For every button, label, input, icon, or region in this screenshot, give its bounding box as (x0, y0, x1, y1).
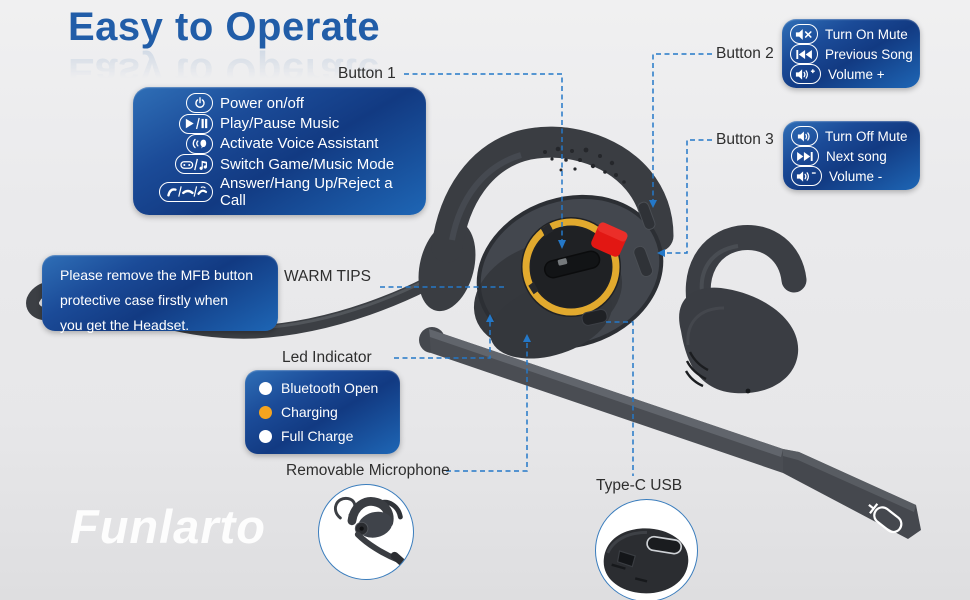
button3-feature-row: Turn Off Mute (791, 126, 912, 146)
feature-text: Answer/Hang Up/Reject a Call (220, 174, 393, 209)
led-indicator-label: Led Indicator (282, 349, 372, 366)
warm-tips-text-line: Please remove the MFB button (60, 267, 253, 283)
feature-text: Activate Voice Assistant (220, 135, 379, 153)
led-state-row: Charging (259, 404, 394, 420)
boom-microphone (419, 327, 921, 539)
speaker-grille (684, 351, 709, 388)
type-c-usb-label: Type-C USB (596, 477, 683, 494)
button1-feature-row: Activate Voice Assistant (141, 133, 420, 154)
feature-text: Turn Off Mute (825, 128, 908, 144)
feature-text: Switch Game/Music Mode (220, 155, 395, 173)
feature-text: Next song (826, 148, 887, 164)
warm-tips-panel: Please remove the MFB button protective c… (42, 255, 278, 333)
microphone-connector (446, 340, 528, 472)
button2-label: Button 2 (716, 45, 774, 62)
type-c-port-flap (581, 308, 608, 326)
button1-feature-row: Power on/off (141, 93, 420, 114)
button2-feature-row: Turn On Mute (790, 24, 912, 44)
power-icon (186, 93, 213, 114)
removable-microphone-photo (318, 484, 414, 580)
side-buttons (633, 201, 656, 278)
button2-feature-row: Volume + (790, 64, 912, 84)
mfb-protective-tab (591, 222, 628, 257)
button2-feature-row: Previous Song (790, 44, 913, 64)
warm-tips-text-line: protective case firstly when (60, 292, 229, 308)
button1-connector (404, 73, 563, 240)
button1-feature-row: Switch Game/Music Mode (141, 154, 420, 175)
feature-text: Charging (281, 404, 338, 420)
led-dot (259, 405, 272, 419)
volume-plus-icon (790, 64, 821, 84)
button3-feature-row: Next song (791, 146, 912, 166)
type-c-usb-photo (595, 499, 698, 600)
brand-watermark: Funlarto (70, 500, 266, 553)
microphone-glyph (868, 503, 903, 534)
warm-tips-label: WARM TIPS (284, 268, 371, 285)
led-dot (259, 429, 272, 443)
removable-microphone-label: Removable Microphone (286, 462, 450, 479)
feature-text: Volume - (829, 168, 883, 184)
button1-feature-row: Play/Pause Music (141, 113, 420, 134)
left-ear-hook (418, 126, 674, 312)
call-icon (159, 181, 213, 202)
feature-text: Volume + (828, 66, 885, 82)
warm-tips-text-line: you get the Headset. (60, 317, 190, 333)
connector-lines (380, 53, 712, 476)
led-connector (394, 320, 491, 359)
feature-text: Bluetooth Open (281, 380, 379, 396)
right-earpiece (679, 224, 807, 394)
page-title: Easy to Operate (68, 5, 381, 49)
mute-off-icon (791, 126, 818, 146)
play-pause-icon (179, 113, 213, 134)
mute-on-icon (790, 24, 818, 44)
port-dust-plug (616, 550, 636, 568)
voice-assistant-icon (186, 133, 213, 154)
usb-detail-illustration (603, 528, 689, 594)
feature-text: Turn On Mute (825, 26, 908, 42)
mic-detail-illustration (333, 497, 407, 567)
volume-minus-icon (791, 166, 822, 186)
usb-connector (606, 321, 634, 476)
button1-label: Button 1 (338, 65, 396, 82)
left-earpiece (473, 194, 664, 359)
led-dot (259, 381, 272, 395)
hook-texture-dots (543, 146, 626, 184)
game-music-icon (175, 154, 213, 175)
button2-connector (652, 53, 712, 200)
led-state-row: Bluetooth Open (259, 380, 394, 396)
feature-text: Full Charge (281, 428, 354, 444)
feature-text: Power on/off (220, 94, 304, 112)
connector-arrows (486, 200, 665, 342)
mfb-button (521, 217, 628, 317)
button3-label: Button 3 (716, 131, 774, 148)
button3-feature-row: Volume - (791, 166, 912, 186)
feature-text: Previous Song (825, 46, 913, 62)
type-c-port (646, 535, 682, 555)
button1-feature-row: Answer/Hang Up/Reject a Call (141, 175, 420, 209)
led-state-row: Full Charge (259, 428, 394, 444)
next-song-icon (791, 146, 819, 166)
button3-connector (664, 139, 712, 254)
feature-text: Play/Pause Music (220, 115, 340, 133)
previous-song-icon (790, 44, 818, 64)
